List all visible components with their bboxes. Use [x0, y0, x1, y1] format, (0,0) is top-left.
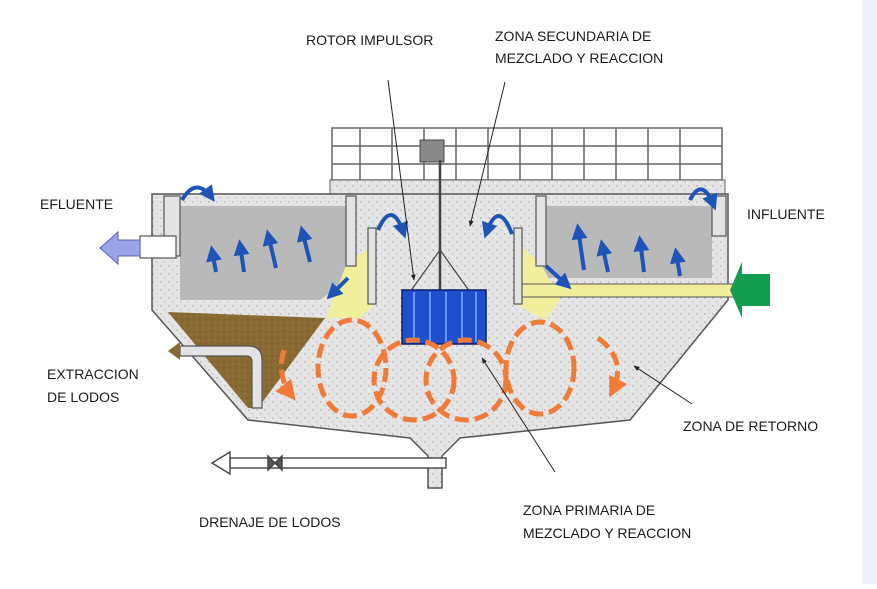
side-panel	[862, 0, 877, 584]
secondary-zone-flow	[180, 184, 718, 300]
influent-pipe	[517, 283, 765, 298]
label-influent: INFLUENTE	[747, 206, 825, 222]
label-secondary-zone-line1: ZONA SECUNDARIA DE	[495, 28, 652, 44]
chemical-feed-zone	[326, 248, 376, 318]
rotor-impulsor	[401, 139, 487, 345]
catwalk-railing	[331, 127, 723, 181]
effluent-arrow	[99, 230, 141, 266]
sludge-hopper	[168, 312, 325, 408]
sludge-extraction-arrow	[168, 342, 180, 360]
clarified-water-left	[180, 206, 350, 300]
label-rotor-impulsor: ROTOR IMPULSOR	[306, 32, 434, 48]
primary-zone-flow	[275, 317, 628, 423]
label-primary-zone-line2: MEZCLADO Y REACCION	[523, 525, 692, 541]
label-return-zone: ZONA DE RETORNO	[683, 418, 819, 434]
label-sludge-drain: DRENAJE DE LODOS	[199, 514, 341, 530]
sludge-drain-line	[210, 450, 447, 476]
label-primary-zone-line1: ZONA PRIMARIA DE	[523, 502, 656, 518]
clarified-water-right	[540, 206, 712, 278]
label-effluent: EFLUENTE	[40, 196, 114, 212]
label-sludge-extraction-line2: DE LODOS	[47, 389, 120, 405]
influent-arrow	[730, 262, 770, 318]
sludge-extraction-pipe	[179, 345, 263, 409]
effluent-pipe	[139, 235, 177, 259]
label-sludge-extraction-line1: EXTRACCION	[47, 366, 139, 382]
chemical-feed-zone-right	[516, 244, 560, 320]
leader-lines	[387, 79, 693, 473]
label-secondary-zone-line2: MEZCLADO Y REACCION	[495, 50, 664, 66]
